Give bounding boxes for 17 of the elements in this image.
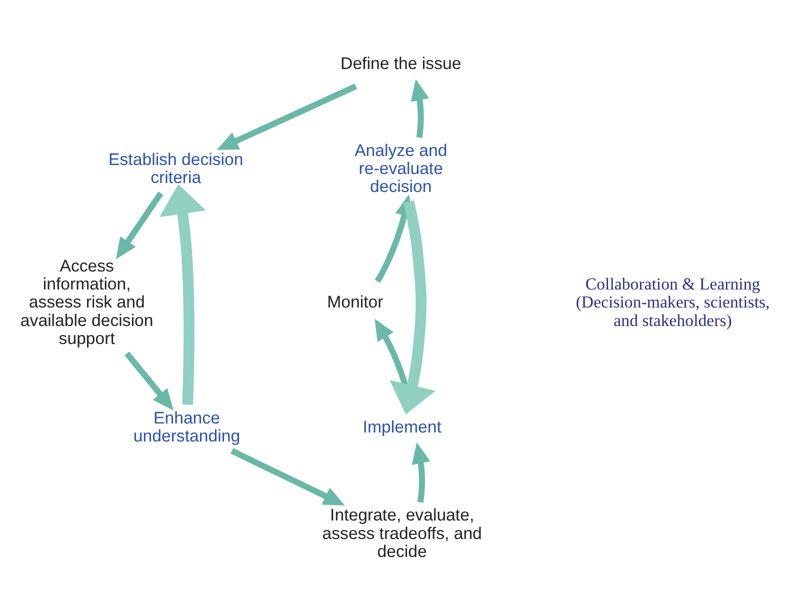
node-text: Establish decision criteria [108, 150, 244, 188]
arrow [116, 192, 164, 260]
node-text: Collaboration & Learning (Decision-makers, scientists, and stakeholders) [576, 274, 770, 330]
node-text: Analyze and re-evaluate decision [354, 141, 448, 196]
node-text: Enhance understanding [133, 408, 240, 446]
arrow [410, 79, 430, 138]
arrow [390, 200, 436, 414]
node-text: Integrate, evaluate, assess tradeoffs, and decide [322, 506, 482, 561]
arrow [216, 84, 358, 150]
node-text: Access information, assess risk and available decision support [20, 256, 154, 348]
arrow [124, 352, 174, 411]
arrow [159, 184, 206, 405]
arrow [412, 442, 430, 503]
arrow [230, 448, 345, 506]
node-text: Monitor [327, 292, 384, 312]
node-text: Implement [362, 417, 442, 436]
node-text: Define the issue [340, 54, 462, 73]
